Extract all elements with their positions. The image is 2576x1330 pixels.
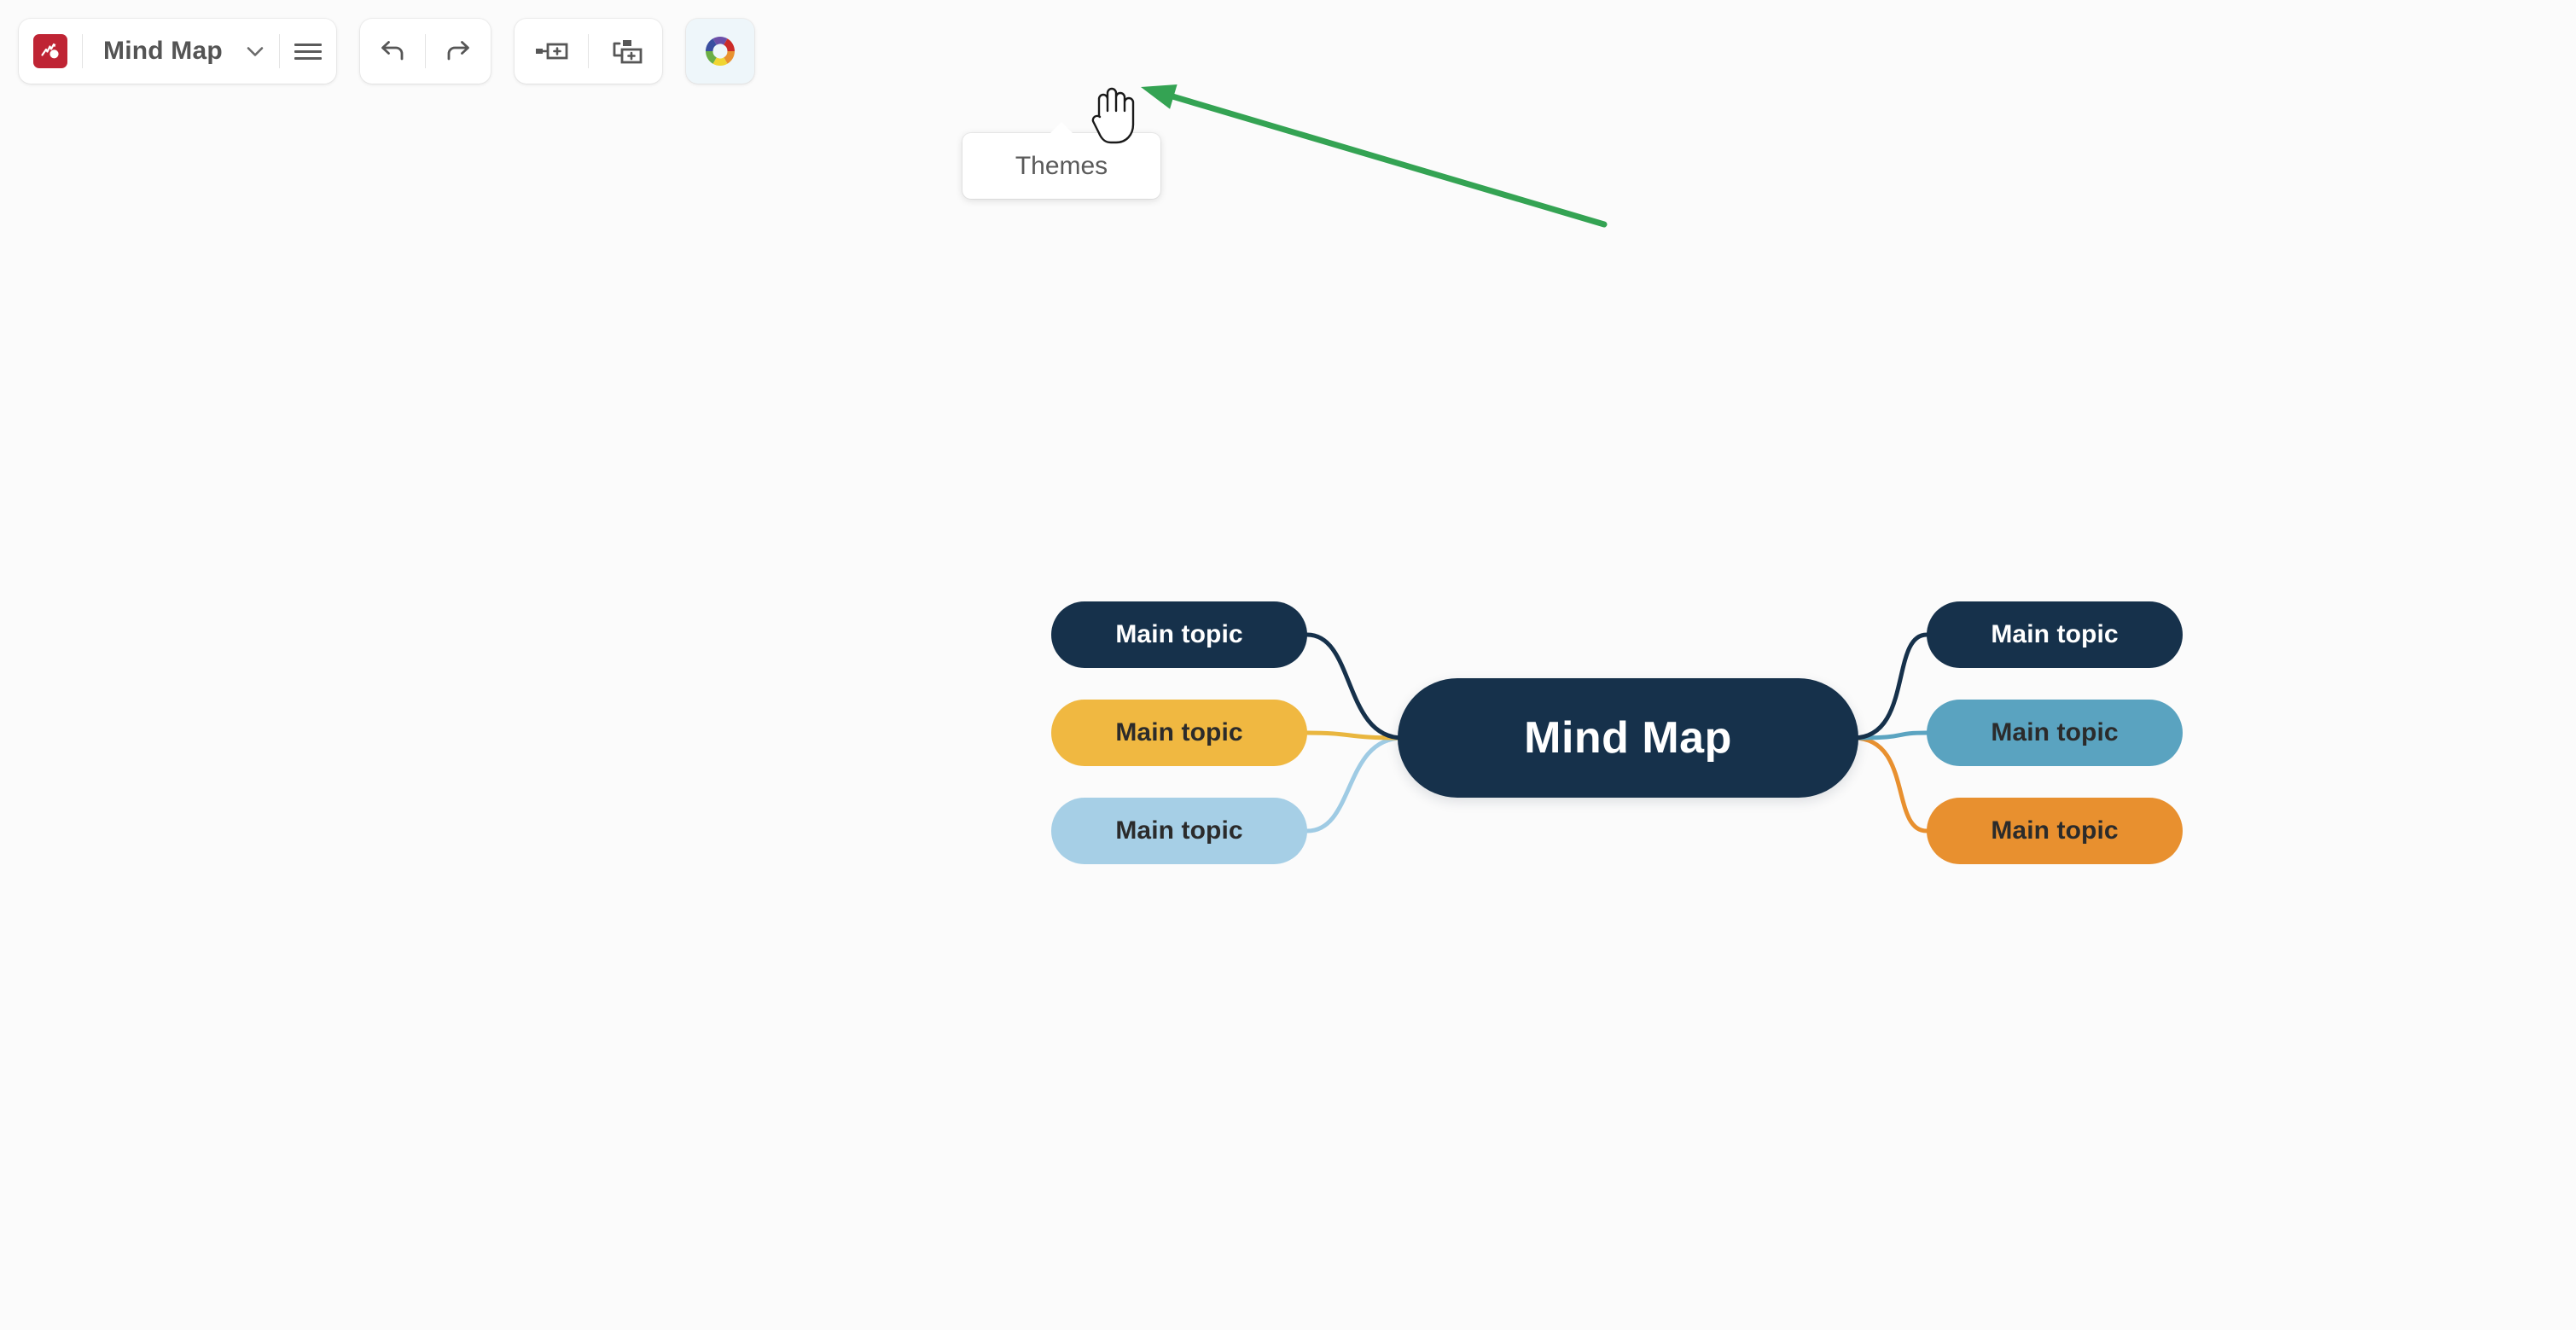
redo-button[interactable] <box>426 19 491 84</box>
mindmap-topic-node-label: Main topic <box>1991 718 2119 746</box>
undo-arrow-icon <box>381 41 404 61</box>
toolbar-divider-3 <box>424 34 426 68</box>
document-title-button[interactable]: Mind Map <box>83 19 231 84</box>
mindmap-connectors <box>1305 632 1929 833</box>
chevron-down-icon <box>247 47 264 56</box>
mindmap-topic-node[interactable]: Main topic <box>1051 798 1307 864</box>
mindmap-connector <box>1851 730 1929 741</box>
mindmap-topic-node[interactable]: Main topic <box>1051 601 1307 668</box>
undo-button[interactable] <box>360 19 425 84</box>
toolbar-divider-4 <box>587 34 589 68</box>
app-logo-button[interactable] <box>19 19 82 84</box>
tooltip-label: Themes <box>1015 151 1108 180</box>
themes-button[interactable] <box>686 19 754 84</box>
themes-tooltip: Themes <box>962 122 1160 199</box>
mindmap-topic-node[interactable]: Main topic <box>1927 798 2183 864</box>
hamburger-menu-icon <box>294 39 322 64</box>
insert-topic-icon <box>613 40 643 64</box>
top-toolbar: Mind Map <box>0 0 2576 136</box>
mindmap-connector <box>1305 730 1405 741</box>
mindmap-topic-node-label: Main topic <box>1115 816 1243 845</box>
mindmap-central-node-label: Mind Map <box>1524 713 1732 763</box>
redo-arrow-icon <box>447 41 469 61</box>
mindmap-central-node[interactable]: Mind Map <box>1398 678 1858 798</box>
hamburger-menu-button[interactable] <box>280 19 336 84</box>
toolbar-divider-2 <box>278 34 280 68</box>
mindmap-connector <box>1851 735 1929 833</box>
mindmap-topic-node[interactable]: Main topic <box>1927 601 2183 668</box>
insert-subtopic-button[interactable] <box>515 19 588 84</box>
color-wheel-icon <box>705 37 735 66</box>
mindmap-topic-node[interactable]: Main topic <box>1051 700 1307 766</box>
mindmap-connector <box>1305 632 1405 741</box>
title-dropdown-button[interactable] <box>231 19 279 84</box>
toolbar-group-file: Mind Map <box>19 19 336 84</box>
toolbar-group-history <box>359 19 491 84</box>
mindmap-topic-node[interactable]: Main topic <box>1927 700 2183 766</box>
toolbar-group-insert <box>514 19 662 84</box>
mindmap-connector <box>1851 632 1929 741</box>
page-title: Mind Map <box>103 37 223 65</box>
mindmap-topic-node-label: Main topic <box>1115 718 1243 746</box>
toolbar-group-themes <box>685 19 754 84</box>
toolbar-divider-1 <box>82 34 83 68</box>
edraw-mindmaster-logo-icon <box>33 34 67 68</box>
mindmap-connector <box>1305 735 1405 833</box>
mindmap-topic-node-label: Main topic <box>1115 620 1243 648</box>
mindmap-topic-node-label: Main topic <box>1991 620 2119 648</box>
insert-topic-button[interactable] <box>589 19 662 84</box>
insert-subtopic-icon <box>535 43 568 60</box>
mindmap-topic-node-label: Main topic <box>1991 816 2119 845</box>
